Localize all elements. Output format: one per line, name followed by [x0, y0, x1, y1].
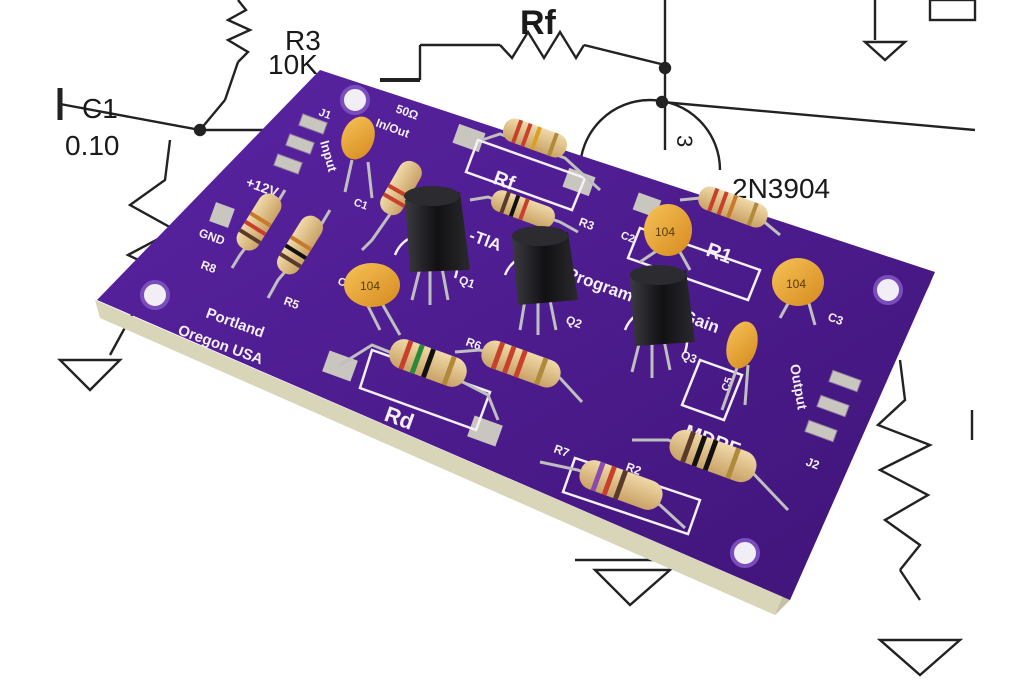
label-c3: C3: [826, 310, 846, 329]
c3-code: 104: [786, 277, 806, 291]
capacitor-c2: 104: [639, 204, 692, 271]
capacitors: 104 104 104: [341, 116, 824, 411]
j1-header-pads: [273, 113, 328, 175]
mounting-hole: [730, 538, 760, 568]
resistor-r6: [454, 340, 584, 404]
mounting-hole: [873, 275, 903, 305]
mounting-hole: [140, 280, 170, 310]
label-r8: R8: [199, 258, 219, 277]
label-r5: R5: [282, 294, 302, 313]
pcb-board: J1 50Ω In/Out Input +12V GND R8 R5 C1 Rf…: [95, 70, 935, 615]
resistor-r2: [632, 429, 790, 512]
label-output: Output: [787, 363, 811, 411]
resistor-r5: [266, 209, 332, 299]
schematic-rf-label: Rf: [520, 4, 557, 42]
resistor-rd: [339, 339, 500, 421]
resistor-r1: [679, 186, 781, 237]
label-j1: J1: [317, 107, 333, 122]
label-j2: J2: [804, 455, 822, 473]
schematic-r3-ref: R3: [285, 25, 321, 56]
label-c1: C1: [352, 197, 369, 213]
label-r6: R6: [464, 335, 484, 354]
label-r7: R7: [552, 442, 572, 461]
capacitor-c1: [341, 116, 375, 199]
capacitor-c3: 104: [772, 258, 824, 326]
schematic-c1-ref: C1: [82, 93, 118, 124]
resistor-r7: [539, 460, 687, 530]
label-r3: R3: [577, 215, 597, 234]
pcb-surface: [97, 70, 935, 600]
schematic-labels: R3 10K Rf C1 0.10 2N3904 3: [65, 4, 830, 204]
c4-code: 104: [360, 279, 380, 293]
schematic-transistor-label: 2N3904: [732, 173, 830, 204]
rf-pad: [562, 167, 596, 197]
resistor-r8: [230, 189, 287, 269]
j2-header-pads: [804, 369, 862, 443]
transistor-q3: [630, 265, 695, 378]
c2-code: 104: [655, 225, 675, 239]
label-c2: C2: [619, 230, 636, 246]
schematic-pin-number: 3: [672, 135, 697, 147]
rd-pad: [467, 415, 503, 447]
label-q2: Q2: [564, 313, 584, 332]
resistor-rf: [481, 118, 602, 192]
power-pad: [209, 202, 235, 228]
mounting-hole: [340, 85, 370, 115]
label-q3: Q3: [679, 348, 699, 367]
capacitor-c4: 104: [344, 263, 402, 336]
transistors: [404, 186, 695, 378]
transistor-q2: [512, 226, 578, 335]
pcb-edge: [95, 300, 790, 615]
transistor-q1: [404, 186, 470, 305]
capacitor-c5: [720, 321, 758, 411]
schematic-c1-value: 0.10: [65, 130, 120, 161]
resistors: [230, 118, 790, 530]
schematic-r3-value: 10K: [268, 49, 318, 80]
resistor-r3: [469, 190, 579, 234]
label-q1: Q1: [457, 273, 477, 292]
